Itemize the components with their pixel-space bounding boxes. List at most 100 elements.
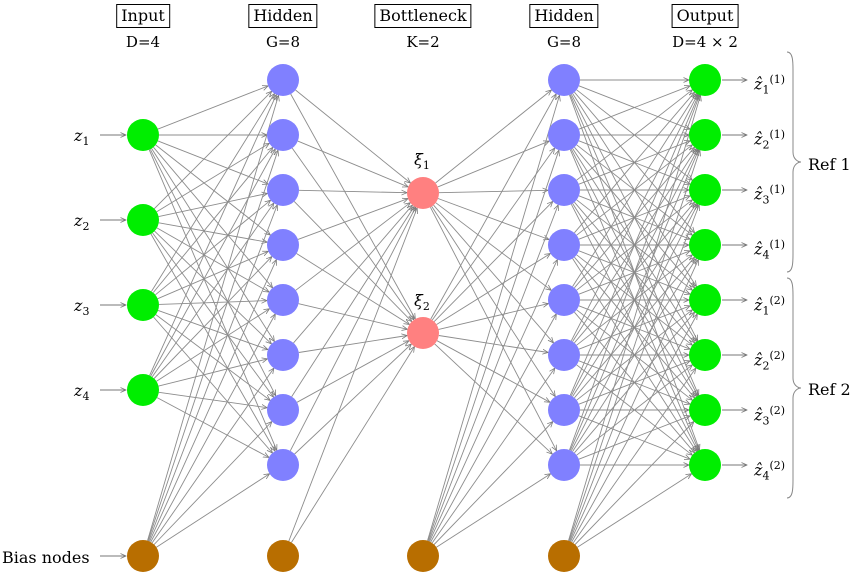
edge-0-0-0 [157, 86, 268, 130]
edge-1-4-0 [295, 203, 411, 291]
edge-0-2-7 [153, 316, 273, 453]
hidden2-node-7 [548, 394, 580, 426]
edge-1-8-1 [291, 347, 415, 543]
edge-1-3-1 [296, 253, 410, 325]
hidden1-node-3 [267, 174, 299, 206]
edge-3-8-2 [569, 205, 699, 542]
edge-3-3-0 [574, 92, 694, 234]
edge-0-4-1 [147, 150, 278, 541]
edge-3-7-0 [569, 95, 700, 451]
edge-3-8-6 [574, 422, 694, 545]
input-label-3: z3 [74, 296, 90, 319]
edge-0-2-6 [155, 314, 270, 401]
edge-3-7-4 [574, 312, 694, 454]
hidden2-node-4 [548, 229, 580, 261]
edge-0-3-1 [150, 149, 276, 377]
edge-0-4-5 [151, 368, 274, 544]
output-node-3 [689, 174, 721, 206]
input-node-1 [127, 119, 159, 151]
hidden1-node-1 [267, 64, 299, 96]
node-layer [127, 64, 721, 572]
hidden1-node-7 [267, 394, 299, 426]
edge-2-0-1 [437, 141, 549, 188]
output-label-5: ẑ1(2) [754, 294, 786, 318]
edge-0-4-7 [156, 474, 269, 548]
header-hidden-2: Hidden [529, 4, 599, 28]
sub-hidden-2: G=8 [546, 33, 582, 51]
hidden1-node-8 [267, 449, 299, 481]
edge-2-2-4 [430, 314, 557, 543]
edge-3-8-1 [568, 150, 700, 541]
edge-1-2-1 [293, 201, 412, 321]
edge-1-5-0 [293, 205, 413, 344]
edge-1-2-0 [298, 190, 407, 192]
edge-0-2-1 [152, 147, 273, 293]
output-label-7: ẑ3(2) [754, 404, 786, 428]
edge-3-1-0 [578, 86, 690, 130]
output-label-8: ẑ4(2) [754, 459, 786, 483]
hidden1-node-6 [267, 339, 299, 371]
input-label-1: z1 [74, 126, 90, 149]
edge-2-1-3 [436, 254, 551, 325]
edge-2-1-6 [436, 340, 550, 403]
output-label-3: ẑ3(1) [754, 183, 786, 207]
hidden2-node-3 [548, 174, 580, 206]
edge-2-0-0 [435, 90, 552, 184]
edge-2-2-6 [433, 422, 553, 545]
bottleneck-node-1 [407, 177, 439, 209]
edge-1-4-1 [298, 303, 408, 330]
edge-2-1-7 [434, 343, 553, 454]
edge-0-2-2 [155, 200, 270, 296]
input-node-4 [127, 374, 159, 406]
output-node-7 [689, 394, 721, 426]
hidden1-node-2 [267, 119, 299, 151]
header-bottleneck: Bottleneck [374, 4, 472, 28]
edge-1-6-1 [296, 341, 409, 403]
group-label-ref-2: Ref 2 [808, 380, 851, 399]
bias-node-bottleneck [407, 540, 439, 572]
bottleneck-label-1: ξ1 [414, 150, 430, 173]
edge-3-7-3 [572, 259, 697, 452]
edge-3-8-7 [577, 474, 691, 548]
output-node-1 [689, 64, 721, 96]
edge-2-1-0 [430, 94, 556, 320]
edge-3-2-0 [576, 90, 693, 181]
edge-0-3-2 [151, 203, 274, 378]
edge-0-3-0 [149, 95, 277, 376]
group-label-ref-1: Ref 1 [808, 155, 851, 174]
output-node-8 [689, 449, 721, 481]
edge-0-0-7 [148, 149, 277, 451]
brace-ref-1 [786, 51, 802, 273]
edge-3-8-3 [570, 260, 699, 542]
edge-0-4-3 [149, 260, 277, 542]
edge-3-8-0 [568, 95, 701, 541]
io-arrow-layer [100, 80, 747, 556]
edge-0-0-6 [149, 149, 275, 395]
input-label-4: z4 [74, 381, 90, 404]
bracket-layer [786, 51, 802, 499]
sub-output: D=4 × 2 [672, 33, 738, 51]
edge-0-4-4 [150, 314, 276, 543]
edge-2-2-1 [427, 150, 559, 541]
bottleneck-node-2 [407, 317, 439, 349]
output-node-6 [689, 339, 721, 371]
edge-1-7-0 [289, 207, 415, 452]
edge-0-0-2 [157, 140, 268, 184]
edge-0-0-3 [155, 144, 271, 235]
header-hidden-1: Hidden [248, 4, 318, 28]
edge-2-2-7 [436, 474, 550, 548]
edge-3-4-0 [572, 94, 697, 287]
edge-2-0-4 [435, 202, 552, 291]
edge-2-2-0 [427, 95, 560, 541]
input-label-2: z2 [74, 211, 90, 234]
edge-0-2-5 [157, 309, 268, 349]
edge-3-7-1 [569, 150, 698, 451]
edge-1-6-0 [291, 206, 415, 397]
edge-2-2-2 [428, 205, 558, 542]
sub-bottleneck: K=2 [406, 33, 440, 51]
edge-2-0-3 [437, 198, 549, 240]
edge-1-1-1 [291, 147, 414, 320]
output-node-5 [689, 284, 721, 316]
hidden2-node-6 [548, 339, 580, 371]
